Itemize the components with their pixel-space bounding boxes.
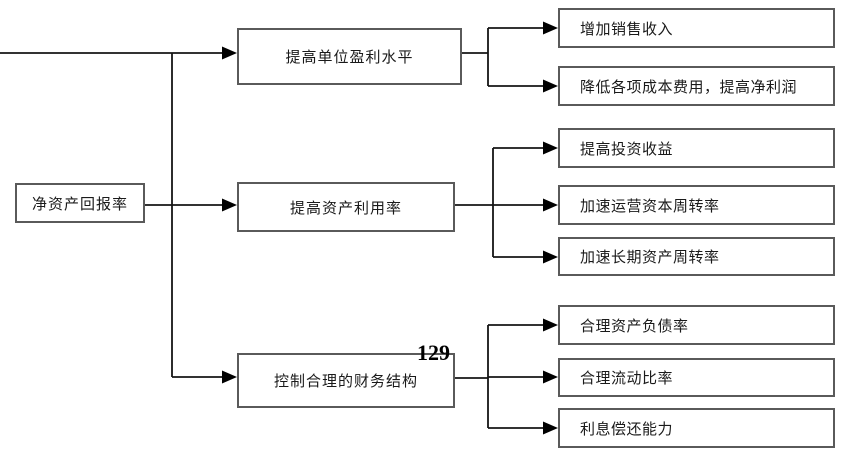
node-leaf-label: 增加销售收入: [580, 19, 674, 38]
node-leaf-label: 合理资产负债率: [580, 316, 689, 335]
node-leaf-increase-sales: 增加销售收入: [558, 8, 835, 48]
node-branch-profit-level: 提高单位盈利水平: [237, 28, 462, 85]
arrow-icon: [543, 141, 558, 155]
arrow-icon: [543, 21, 558, 35]
arrow-icon: [543, 421, 558, 435]
level2-connectors: [455, 27, 544, 429]
arrow-icon: [543, 250, 558, 264]
arrow-icon: [543, 198, 558, 212]
arrow-icon: [222, 370, 237, 384]
node-leaf-debt-ratio: 合理资产负债率: [558, 305, 835, 345]
arrow-icon: [543, 318, 558, 332]
node-leaf-investment-return: 提高投资收益: [558, 128, 835, 168]
node-leaf-interest-coverage: 利息偿还能力: [558, 408, 835, 448]
node-leaf-label: 利息偿还能力: [580, 419, 674, 438]
node-branch-label: 控制合理的财务结构: [273, 372, 418, 390]
node-leaf-label: 合理流动比率: [580, 369, 674, 387]
node-leaf-working-capital-turnover: 加速运营资本周转率: [558, 185, 835, 225]
arrow-icon: [222, 198, 237, 212]
arrow-icon: [543, 79, 558, 93]
arrow-icon: [543, 370, 558, 384]
node-branch-label: 提高资产利用率: [289, 198, 402, 217]
arrow-icon: [222, 46, 237, 60]
node-leaf-label: 加速运营资本周转率: [580, 196, 720, 215]
node-leaf-label: 加速长期资产周转率: [580, 248, 720, 266]
node-root: 净资产回报率: [15, 183, 145, 223]
node-leaf-label: 提高投资收益: [580, 139, 674, 158]
node-leaf-reduce-costs: 降低各项成本费用，提高净利润: [558, 66, 835, 106]
node-leaf-label: 降低各项成本费用，提高净利润: [580, 77, 798, 96]
node-leaf-long-term-asset-turnover: 加速长期资产周转率: [558, 237, 835, 276]
page-number: 129: [417, 340, 450, 365]
node-leaf-current-ratio: 合理流动比率: [558, 358, 835, 397]
node-branch-financial-structure: 控制合理的财务结构: [237, 353, 455, 408]
node-root-label: 净资产回报率: [31, 194, 128, 213]
node-branch-label: 提高单位盈利水平: [285, 48, 414, 66]
node-branch-asset-utilization: 提高资产利用率: [237, 182, 455, 232]
